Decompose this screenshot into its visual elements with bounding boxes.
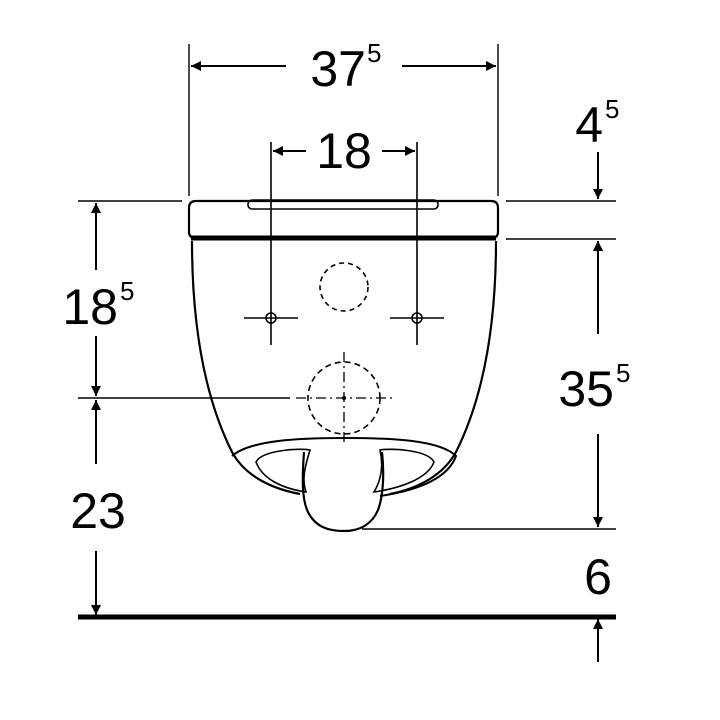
dim-fixing-height-sup: 5 (120, 276, 134, 306)
dim-body-height-value: 35 (558, 361, 614, 417)
bowl-rim-inner-right (372, 448, 435, 494)
fixing-bolt-left (244, 142, 298, 345)
dim-outlet-height: 23 (70, 400, 126, 615)
dim-outlet-height-value: 23 (70, 483, 126, 539)
hinge-slot (247, 199, 439, 210)
dim-floor-gap-value: 6 (584, 549, 612, 605)
dim-seat-thickness-sup: 5 (605, 94, 619, 124)
dim-fixing-spacing-value: 18 (316, 123, 372, 179)
dim-width-total: 37 5 (191, 38, 496, 97)
dim-width-total-value: 37 (310, 41, 366, 97)
dim-fixing-height-value: 18 (62, 279, 118, 335)
dim-floor-gap: 6 (584, 549, 612, 662)
dim-width-total-sup: 5 (367, 38, 381, 68)
outlet-spigot (301, 451, 385, 533)
fixing-bolts (244, 142, 444, 345)
fixing-bolt-right (390, 142, 444, 345)
dim-body-height: 35 5 (558, 241, 630, 527)
dim-body-height-sup: 5 (616, 358, 630, 388)
bowl-rim-inner (255, 448, 312, 493)
upper-connection-dashed (319, 262, 369, 312)
bowl-rim (231, 436, 458, 497)
dim-fixing-height: 18 5 (62, 203, 134, 396)
outlet-center-dot (342, 396, 346, 400)
toilet-outline (187, 199, 500, 533)
seat-lid (187, 199, 500, 240)
bowl-body (190, 240, 498, 496)
extension-lines (78, 44, 616, 530)
dim-seat-thickness-value: 4 (575, 97, 603, 153)
dim-fixing-spacing: 18 (273, 123, 415, 179)
